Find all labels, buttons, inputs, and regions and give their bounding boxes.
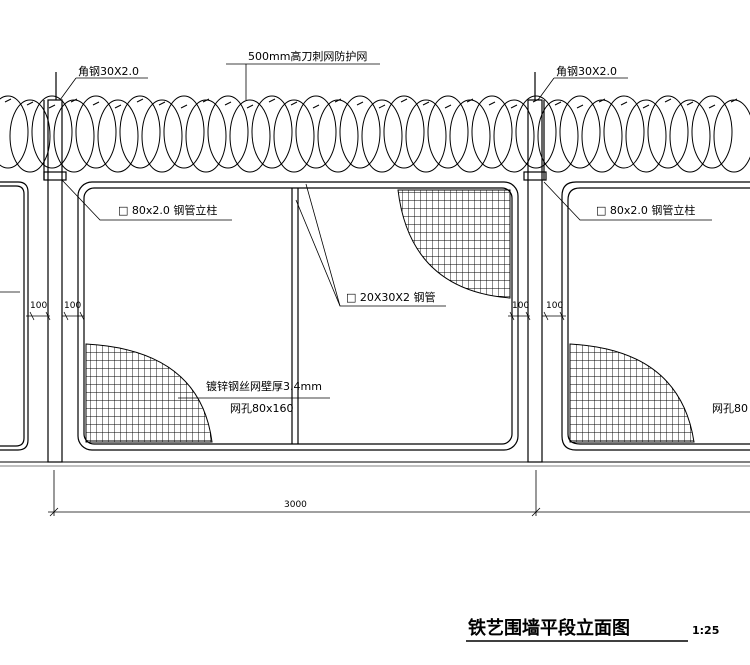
razor-barb — [444, 104, 452, 109]
label-post-left: □ 80x2.0 钢管立柱 — [118, 203, 217, 217]
post-left — [47, 99, 63, 463]
label-mesh-spec: 镀锌钢丝网壁厚3.4mm — [206, 379, 322, 393]
razor-coil — [537, 99, 579, 173]
razor-coil — [75, 95, 117, 169]
post-right — [527, 99, 543, 463]
label-angle-steel-right: 角钢30X2.0 — [556, 65, 617, 78]
razor-coil — [295, 95, 337, 169]
razor-barb — [510, 104, 518, 109]
razor-barb — [290, 101, 298, 106]
wire-mesh-areas — [85, 189, 695, 443]
razor-coil — [449, 99, 491, 173]
razor-coil — [691, 95, 733, 169]
label-angle-steel-left: 角钢30X2.0 — [78, 65, 139, 78]
razor-barb — [642, 104, 650, 109]
razor-barb — [356, 101, 364, 106]
razor-barb — [334, 98, 342, 103]
razor-barb — [686, 101, 694, 106]
razor-coil — [581, 99, 623, 173]
razor-coil — [493, 99, 535, 173]
razor-coil — [559, 95, 601, 169]
razor-barb — [48, 104, 56, 109]
razor-coil — [185, 99, 227, 173]
razor-coil — [31, 95, 73, 169]
razor-coil — [229, 99, 271, 173]
razor-coil — [163, 95, 205, 169]
razor-barb — [466, 98, 474, 103]
gap-markers — [26, 311, 566, 321]
razor-coil — [625, 99, 667, 173]
ground — [0, 461, 750, 467]
razor-barb — [158, 101, 166, 106]
razor-coil — [141, 99, 183, 173]
razor-barb — [268, 98, 276, 103]
drawing-title: 铁艺围墙平段立面图 — [468, 617, 630, 639]
leader-lines — [59, 63, 712, 399]
razor-barb — [730, 98, 738, 103]
razor-barb — [400, 98, 408, 103]
gap-label-3: 100 — [512, 301, 529, 311]
mesh-bottom-left — [85, 343, 213, 443]
razor-barb — [312, 104, 320, 109]
razor-barb — [708, 104, 716, 109]
razor-coil — [273, 99, 315, 173]
razor-barb — [246, 104, 254, 109]
razor-coil — [427, 95, 469, 169]
dimension-3000 — [48, 470, 750, 517]
razor-coil — [207, 95, 249, 169]
razor-coil — [405, 99, 447, 173]
razor-barb — [70, 98, 78, 103]
drawing-scale: 1:25 — [692, 624, 719, 637]
razor-coil — [515, 95, 557, 169]
razor-barb — [598, 98, 606, 103]
razor-coil — [9, 99, 51, 173]
razor-coil — [97, 99, 139, 173]
label-tube: □ 20X30X2 钢管 — [346, 290, 435, 304]
razor-barb — [224, 101, 232, 106]
razor-barb — [664, 98, 672, 103]
label-razor-wire: 500mm高刀刺网防护网 — [248, 49, 367, 63]
razor-coil — [383, 95, 425, 169]
razor-barb — [92, 101, 100, 106]
panel-left-partial — [0, 181, 29, 451]
razor-barb — [488, 101, 496, 106]
razor-wire-coils — [0, 95, 750, 173]
razor-barb — [26, 101, 34, 106]
razor-coil — [361, 99, 403, 173]
mesh-bottom-right — [569, 343, 695, 443]
razor-coil — [647, 95, 689, 169]
gap-label-2: 100 — [64, 301, 81, 311]
razor-coil — [471, 95, 513, 169]
razor-barb — [4, 98, 12, 103]
razor-barb — [576, 104, 584, 109]
razor-barb — [114, 104, 122, 109]
razor-barb — [136, 98, 144, 103]
razor-barb — [180, 104, 188, 109]
razor-coil — [317, 99, 359, 173]
dimension-label: 3000 — [284, 500, 307, 510]
razor-coil — [119, 95, 161, 169]
razor-coil — [339, 95, 381, 169]
razor-coil — [251, 95, 293, 169]
razor-barb — [554, 101, 562, 106]
gap-label-1: 100 — [30, 301, 47, 311]
label-mesh-hole-right: 网孔80 — [712, 402, 748, 415]
label-mesh-hole: 网孔80x160 — [230, 402, 294, 415]
razor-barb — [422, 101, 430, 106]
label-post-right: □ 80x2.0 钢管立柱 — [596, 203, 695, 217]
razor-coil — [669, 99, 711, 173]
mesh-top-right — [397, 189, 511, 299]
razor-barb — [620, 101, 628, 106]
gap-label-4: 100 — [546, 301, 563, 311]
razor-coil — [53, 99, 95, 173]
razor-coil — [0, 95, 29, 169]
razor-barb — [378, 104, 386, 109]
razor-barb — [202, 98, 210, 103]
razor-coil — [603, 95, 645, 169]
